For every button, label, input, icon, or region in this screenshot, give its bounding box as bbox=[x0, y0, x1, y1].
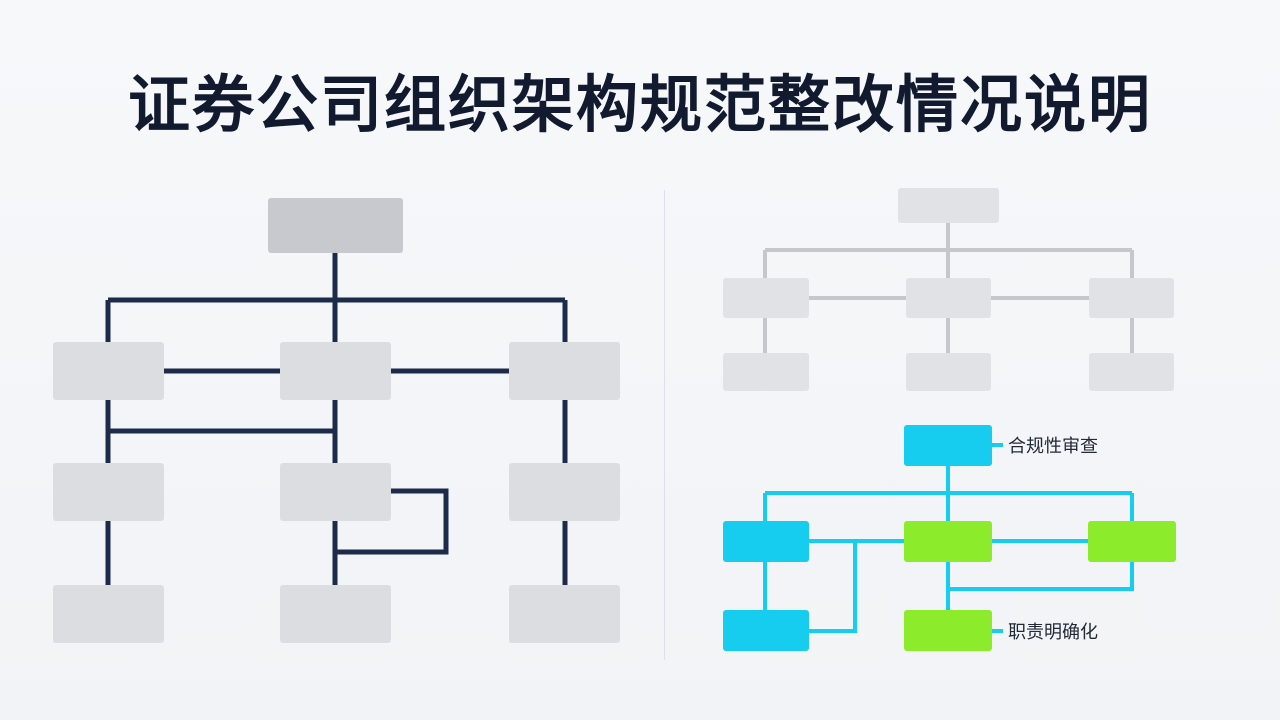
original-box-l2-right bbox=[509, 463, 620, 521]
original-org-chart bbox=[53, 198, 620, 643]
faded-box-l2-center bbox=[906, 353, 991, 391]
original-connectors bbox=[105, 252, 568, 590]
callout-compliance-review: 合规性审查 bbox=[1008, 436, 1098, 457]
rectified-box-l2-left bbox=[723, 610, 809, 651]
rectified-connectors bbox=[763, 443, 1134, 633]
faded-box-l1-left bbox=[723, 278, 809, 318]
rectified-box-l1-right bbox=[1088, 521, 1176, 562]
faded-head-box bbox=[898, 188, 999, 223]
panel-divider bbox=[664, 190, 665, 660]
faded-box-l2-right bbox=[1089, 353, 1174, 391]
faded-box-l1-right bbox=[1089, 278, 1174, 318]
faded-org-chart bbox=[723, 188, 1174, 391]
original-box-l1-right bbox=[509, 342, 620, 400]
callout-clear-responsibilities: 职责明确化 bbox=[1008, 622, 1098, 643]
original-box-l1-center bbox=[280, 342, 391, 400]
rectified-org-chart: 合规性审查 职责明确化 bbox=[723, 425, 1176, 651]
original-box-l2-center bbox=[280, 463, 391, 521]
original-head-box bbox=[268, 198, 403, 253]
page-title: 证券公司组织架构规范整改情况说明 bbox=[127, 68, 1152, 141]
original-box-l3-left bbox=[53, 585, 164, 643]
faded-box-l1-center bbox=[906, 278, 991, 318]
original-box-l2-left bbox=[53, 463, 164, 521]
original-box-l3-right bbox=[509, 585, 620, 643]
faded-box-l2-left bbox=[723, 353, 809, 391]
original-box-l3-center bbox=[280, 585, 391, 643]
clear-responsibilities-box bbox=[904, 610, 992, 651]
rectified-box-l1-center bbox=[904, 521, 992, 562]
compliance-review-box bbox=[904, 425, 992, 466]
original-box-l1-left bbox=[53, 342, 164, 400]
rectified-box-l1-left bbox=[723, 521, 809, 562]
